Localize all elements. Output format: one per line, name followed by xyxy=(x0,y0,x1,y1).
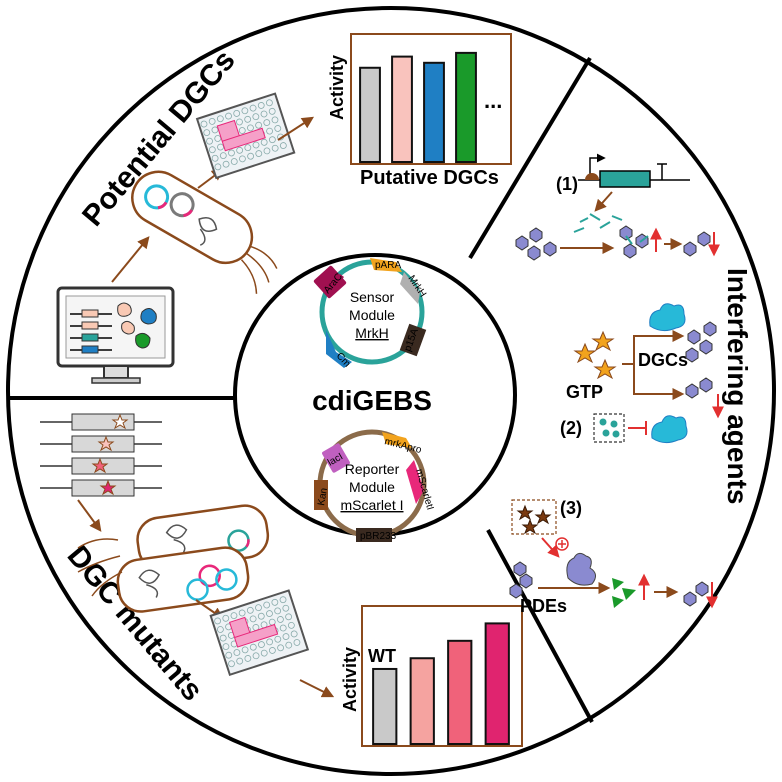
cdg-product-molecules xyxy=(685,321,717,363)
bar-3 xyxy=(423,61,445,163)
step1-molecules xyxy=(515,213,711,261)
reporter-plasmid-parts xyxy=(314,432,424,542)
plus-sign xyxy=(558,540,566,548)
chart1-ylabel: Activity xyxy=(327,55,347,120)
bar-3 xyxy=(447,639,473,746)
chart2-bars xyxy=(372,622,510,746)
reporter-line2: Module xyxy=(349,479,395,495)
gtp-label: GTP xyxy=(566,382,603,402)
cdg-substrate-molecules xyxy=(509,561,533,599)
bar-4 xyxy=(455,51,477,164)
dgc-enzyme-icon xyxy=(649,303,686,332)
arrow-genes-to-cells xyxy=(77,499,102,532)
center-plasmids: AraC pARA MrkH p15A Cm Sensor Module Mrk… xyxy=(312,258,435,542)
green-products xyxy=(612,578,636,608)
brown-stars xyxy=(516,504,552,535)
arrow-plate-to-chart-2 xyxy=(299,679,335,698)
activation-arrow xyxy=(541,537,560,558)
computer-icon xyxy=(56,286,175,384)
inhibitor-box xyxy=(593,413,625,443)
bar-1 xyxy=(372,667,398,746)
mutant-bacteria-icon xyxy=(77,504,270,613)
sensor-line1: Sensor xyxy=(350,289,395,305)
arrow-monitor-to-cell xyxy=(111,236,150,283)
chart1-xlabel: Putative DGCs xyxy=(360,167,499,189)
arrow-plate-to-chart xyxy=(277,116,315,141)
chart1-more-ellipsis: ... xyxy=(484,88,502,113)
section-interfering-agents: Interfering agents (1) xyxy=(509,153,753,616)
arrow-express xyxy=(594,191,613,212)
inhibitor-dots xyxy=(599,418,620,438)
step1-gene-construct xyxy=(578,153,690,188)
step3-label: (3) xyxy=(560,498,582,518)
pdes-label: PDEs xyxy=(520,596,567,616)
sensor-line3: MrkH xyxy=(355,325,388,341)
chart1-bars xyxy=(359,51,477,164)
interfering-agents-title: Interfering agents xyxy=(722,268,753,504)
divider-upper-right xyxy=(468,56,592,260)
divider-lower-right xyxy=(486,529,594,723)
sensor-plasmid-parts xyxy=(313,258,427,368)
dgcs-label: DGCs xyxy=(638,350,688,370)
bar-2 xyxy=(391,55,413,163)
dgc-enzyme-inhibited-icon xyxy=(651,415,688,444)
pde-activator-box xyxy=(511,499,557,535)
gtp-stars xyxy=(573,330,617,380)
part-para: pARA xyxy=(375,260,401,271)
mutant-gene-list xyxy=(40,413,162,497)
part-kan: Kan xyxy=(316,487,330,506)
step1-label: (1) xyxy=(556,174,578,194)
gtp-branch-lines xyxy=(622,335,680,395)
bar-2 xyxy=(409,657,435,745)
bar-4 xyxy=(484,622,510,746)
plus-circle-icon xyxy=(555,537,569,551)
cdigebs-title: cdiGEBS xyxy=(312,385,432,416)
step2-label: (2) xyxy=(560,418,582,438)
chart2-wt-label: WT xyxy=(368,646,396,666)
pde-enzyme-icon xyxy=(566,552,596,586)
chart2-ylabel: Activity xyxy=(340,647,360,712)
cdg-product-molecules-2 xyxy=(685,377,713,399)
part-pbr233: pBR233 xyxy=(360,531,397,542)
bar-1 xyxy=(359,66,381,163)
reporter-line1: Reporter xyxy=(345,461,400,477)
reporter-line3: mScarlet I xyxy=(340,497,403,513)
bacterium-icon xyxy=(131,170,278,294)
well-plate-icon-2 xyxy=(209,589,310,677)
sensor-line2: Module xyxy=(349,307,395,323)
cdg-remaining-molecules xyxy=(683,581,709,607)
